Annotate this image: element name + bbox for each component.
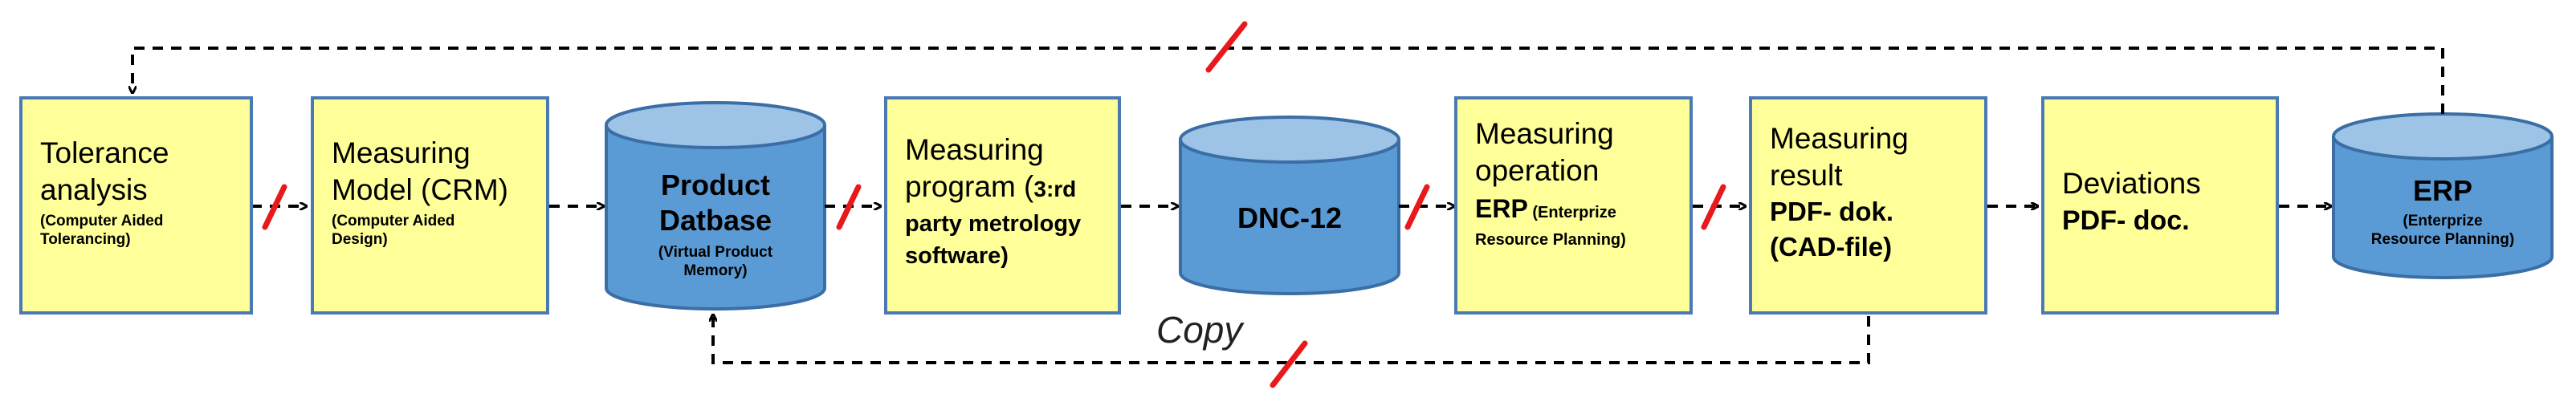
result-line2: result bbox=[1770, 159, 1843, 192]
deviations-line2: PDF- doc. bbox=[2062, 205, 2190, 236]
break-mark-dnc-operation bbox=[1404, 184, 1430, 230]
tolerance-line2: analysis bbox=[40, 173, 148, 206]
program-line4: software) bbox=[905, 243, 1009, 269]
measuring-result-box: Measuring result PDF- dok. (CAD-file) bbox=[1749, 96, 1987, 315]
operation-line4: Resource Planning) bbox=[1475, 231, 1626, 249]
program-line2b: 3:rd bbox=[1033, 177, 1077, 201]
model-line1: Measuring bbox=[332, 136, 471, 169]
measuring-model-box: Measuring Model (CRM) (Computer Aided De… bbox=[311, 96, 549, 315]
program-line2: program (3:rd bbox=[905, 168, 1108, 208]
measuring-operation-box: Measuring operation ERP (Enterprize Reso… bbox=[1454, 96, 1693, 315]
operation-line1: Measuring bbox=[1475, 117, 1614, 150]
model-sub1: (Computer Aided bbox=[332, 213, 455, 229]
operation-line3: ERP (Enterprize bbox=[1475, 189, 1680, 231]
operation-line2: operation bbox=[1475, 154, 1600, 187]
model-line2: Model (CRM) bbox=[332, 173, 508, 206]
deviations-line1: Deviations bbox=[2062, 167, 2201, 200]
result-line3: PDF- dok. bbox=[1770, 197, 1893, 226]
tolerance-sub1: (Computer Aided bbox=[40, 213, 164, 229]
break-mark-operation-result bbox=[1701, 184, 1726, 230]
break-mark-bottom bbox=[1270, 340, 1308, 388]
program-line1: Measuring bbox=[905, 133, 1044, 166]
dnc-cylinder bbox=[1179, 116, 1400, 295]
deviations-box: Deviations PDF- doc. bbox=[2041, 96, 2279, 315]
measuring-program-box: Measuring program (3:rd party metrology … bbox=[884, 96, 1121, 315]
tolerance-sub2: Tolerancing) bbox=[40, 231, 131, 248]
break-mark-top bbox=[1205, 21, 1248, 73]
tolerance-line1: Tolerance bbox=[40, 136, 169, 169]
operation-line3b: (Enterprize bbox=[1527, 204, 1616, 221]
result-line4: (CAD-file) bbox=[1770, 232, 1893, 262]
product-database-cylinder bbox=[605, 101, 826, 311]
result-line1: Measuring bbox=[1770, 122, 1909, 155]
arrow-copy-result-to-productdb bbox=[713, 315, 1870, 364]
copy-edge-label: Copy bbox=[1156, 309, 1243, 351]
arrow-erp-feedback-to-tolerance bbox=[132, 47, 2444, 114]
program-line2a: program ( bbox=[905, 170, 1034, 203]
program-line3: party metrology bbox=[905, 211, 1082, 237]
tolerance-analysis-box: Tolerance analysis (Computer Aided Toler… bbox=[19, 96, 253, 315]
operation-line3a: ERP bbox=[1475, 194, 1528, 223]
break-mark-productdb-program bbox=[836, 184, 862, 230]
model-sub2: Design) bbox=[332, 231, 388, 248]
erp-cylinder bbox=[2332, 112, 2554, 279]
break-mark-tolerance-model bbox=[262, 184, 287, 230]
